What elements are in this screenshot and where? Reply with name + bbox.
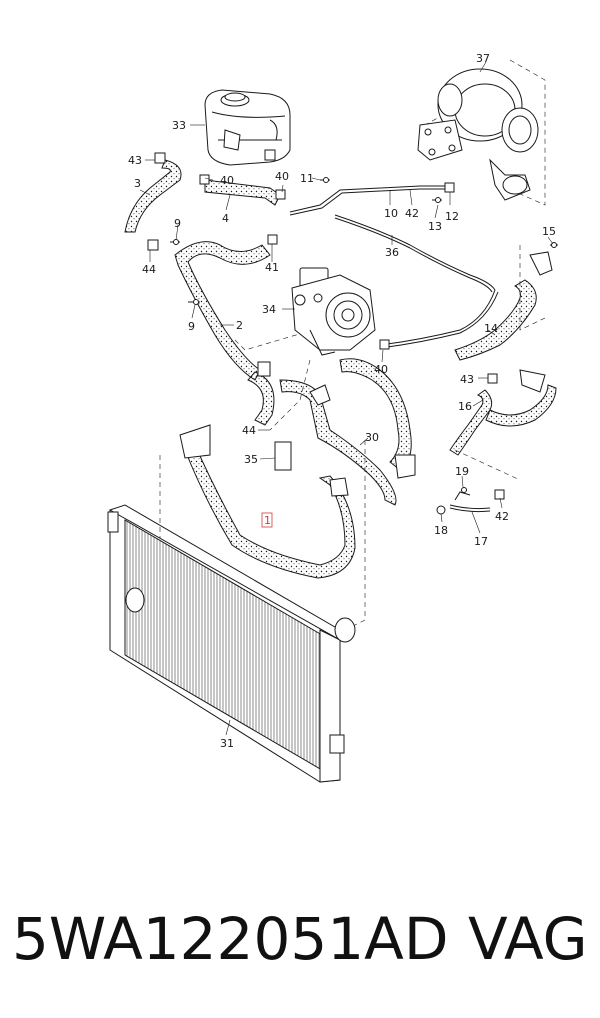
coolant-hose-exploded-diagram: 37 33 43 40 11 3 40 4 42 10 13 12 9 44 4… [107,52,558,783]
callout-16: 16 [458,400,472,413]
thin-coolant-lines [289,185,499,513]
callout-44: 44 [142,263,156,276]
coolant-pump-housing [291,267,376,356]
callout-35: 35 [244,453,258,466]
callout-43: 43 [128,154,142,167]
callout-11: 11 [300,172,314,185]
callout-34: 34 [262,303,276,316]
callout-2: 2 [236,319,243,332]
callout-14: 14 [484,322,498,335]
expansion-tank [204,89,291,166]
callout-leader-lines [139,61,554,736]
callout-9b: 9 [188,320,195,333]
highlight-box-callout-1 [261,512,273,528]
callout-17: 17 [474,535,488,548]
callout-42: 42 [405,207,419,220]
callout-numbers: 37 33 43 40 11 3 40 4 42 10 13 12 9 44 4… [128,52,556,750]
callout-10: 10 [384,207,398,220]
callout-1-highlighted: 1 [264,514,271,527]
callout-13: 13 [428,220,442,233]
callout-30: 30 [365,431,379,444]
callout-41: 41 [265,261,279,274]
callout-4: 4 [222,212,229,225]
callout-33: 33 [172,119,186,132]
callout-3: 3 [134,177,141,190]
callout-43b: 43 [460,373,474,386]
callout-37: 37 [476,52,490,65]
clamps-and-fittings [147,152,553,515]
callout-31: 31 [220,737,234,750]
radiator [107,504,356,783]
brand-name: VAG [468,905,588,973]
callout-9: 9 [174,217,181,230]
callout-40c: 40 [374,363,388,376]
callout-40: 40 [220,174,234,187]
bolts [170,177,558,493]
callout-40b: 40 [275,170,289,183]
turbocharger [417,68,539,201]
callout-15: 15 [542,225,556,238]
callout-42b: 42 [495,510,509,523]
callout-12: 12 [445,210,459,223]
coolant-hoses [124,159,557,579]
callout-44b: 44 [242,424,256,437]
callout-18: 18 [434,524,448,537]
part-number: 5WA122051AD [12,905,449,973]
callout-36: 36 [385,246,399,259]
callout-19: 19 [455,465,469,478]
